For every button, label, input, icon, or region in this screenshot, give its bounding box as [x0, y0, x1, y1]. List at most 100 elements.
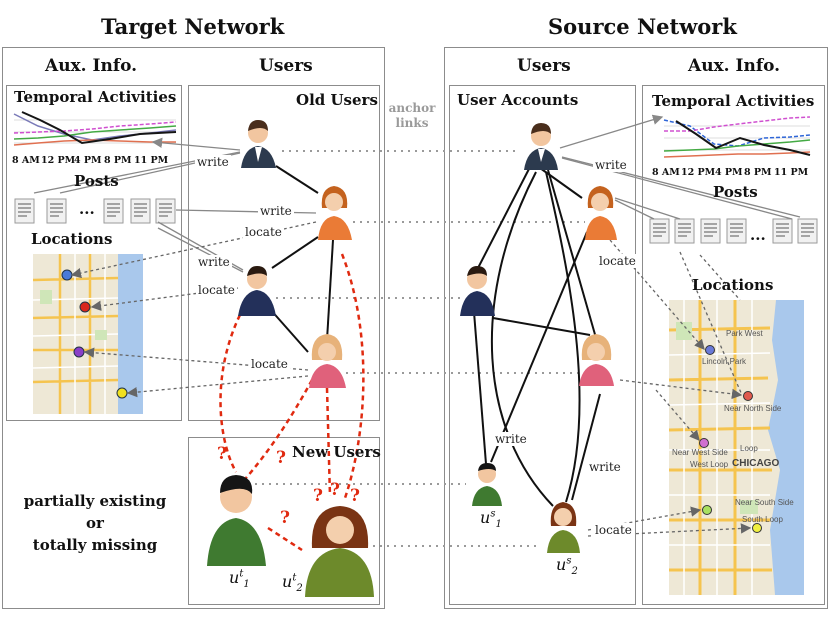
label-u1-target: ut1: [229, 568, 250, 590]
map-label-lincoln-park: Lincoln Park: [702, 357, 747, 366]
map-label-loop: Loop: [740, 444, 758, 453]
label-u2-target-sup: t: [292, 572, 297, 584]
source-network-title: Source Network: [548, 14, 737, 39]
anchor-links: [255, 150, 585, 547]
target-new-user-1-icon: [207, 475, 266, 566]
target-temporal-chart: [13, 111, 177, 146]
target-tick-3: 4 PM: [74, 155, 102, 166]
label-u2-source: us2: [556, 555, 578, 577]
label-u2-source-sub: 2: [571, 566, 578, 578]
target-aux-title: Aux. Info.: [45, 56, 138, 76]
note-line-2: or: [86, 514, 104, 532]
source-map-pins: [699, 345, 762, 533]
source-write-label-3: write: [587, 460, 623, 474]
target-map: [32, 254, 143, 414]
source-temporal-chart: [663, 116, 811, 158]
source-tick-3: 4 PM: [715, 167, 743, 178]
target-user-pink-icon: [309, 334, 346, 388]
user-accounts-title: User Accounts: [457, 91, 579, 109]
map-label-south-loop: South Loop: [742, 515, 783, 524]
source-posts-title: Posts: [713, 183, 758, 201]
note-line-1: partially existing: [23, 492, 167, 510]
source-write-label-2: write: [493, 432, 529, 446]
map-label-west-loop: West Loop: [690, 460, 729, 469]
source-posts-ellipsis: ...: [750, 226, 766, 244]
label-u1-source-sup: s: [490, 508, 496, 520]
label-u1-source: us1: [480, 508, 502, 530]
note-line-3: totally missing: [32, 536, 158, 554]
label-u1-target-base: u: [229, 568, 240, 587]
new-users-title: New Users: [292, 443, 381, 461]
source-aux-title: Aux. Info.: [688, 56, 781, 76]
target-locate-label-1: locate: [243, 225, 284, 239]
target-missing-links: [219, 253, 365, 552]
label-u1-target-sup: t: [239, 568, 244, 580]
target-write-label-3: write: [196, 255, 232, 269]
map-label-chicago: CHICAGO: [732, 458, 780, 469]
target-posts-title: Posts: [74, 172, 119, 190]
source-locations-title: Locations: [692, 276, 774, 294]
target-tick-1: 8 AM: [12, 155, 40, 166]
label-u2-target-base: u: [282, 572, 293, 591]
target-write-label-2: write: [258, 204, 294, 218]
anchor-links-label: anchor links: [388, 101, 436, 131]
source-user-pink-icon: [579, 334, 614, 386]
map-label-near-north: Near North Side: [724, 404, 782, 413]
source-post-docs: [649, 218, 818, 244]
target-temporal-title: Temporal Activities: [14, 88, 177, 106]
source-user-navy-icon: [460, 266, 495, 316]
target-map-pins: [61, 269, 128, 399]
source-user-links: [473, 166, 601, 507]
source-locate-label-2: locate: [593, 523, 634, 537]
target-post-doc-lines: [18, 203, 172, 217]
map-label-park-west: Park West: [726, 329, 763, 338]
source-post-doc-lines: [653, 223, 814, 237]
question-mark-2: ?: [276, 448, 286, 468]
source-write-label-1: write: [593, 158, 629, 172]
target-locate-label-2: locate: [196, 283, 237, 297]
label-u2-source-base: u: [556, 555, 567, 574]
target-user-orange-icon: [318, 186, 352, 240]
label-u2-source-sup: s: [566, 555, 572, 567]
anchor-label-line2: links: [395, 116, 429, 130]
map-label-near-west: Near West Side: [672, 448, 728, 457]
target-write-label-1: write: [195, 155, 231, 169]
target-tick-2: 12 PM: [41, 155, 76, 166]
target-tick-5: 11 PM: [134, 155, 169, 166]
target-user-links: [261, 165, 334, 353]
source-temporal-title: Temporal Activities: [652, 92, 815, 110]
question-mark-1: ?: [217, 444, 227, 464]
source-tick-1: 8 AM: [652, 167, 680, 178]
source-tick-5: 11 PM: [774, 167, 809, 178]
source-user-u2s-icon: [547, 502, 580, 553]
source-user-orange-icon: [585, 186, 617, 240]
target-network-title: Target Network: [101, 14, 285, 39]
source-user-u1s-icon: [472, 463, 502, 506]
source-user-suit-icon: [524, 123, 558, 170]
source-map: [668, 300, 804, 595]
source-tick-4: 8 PM: [744, 167, 772, 178]
source-users-title: Users: [517, 56, 571, 76]
target-posts-ellipsis: ...: [79, 200, 95, 218]
old-users-title: Old Users: [296, 91, 378, 109]
question-mark-3: ?: [280, 508, 290, 528]
source-locate-label-1: locate: [597, 254, 638, 268]
question-mark-4: ?: [313, 486, 323, 506]
anchor-label-line1: anchor: [388, 101, 436, 115]
target-post-docs: [14, 198, 176, 224]
target-users-title: Users: [259, 56, 313, 76]
label-u1-source-base: u: [480, 508, 491, 527]
question-mark-5: ?: [330, 480, 340, 500]
label-u2-target-sub: 2: [296, 583, 303, 595]
target-user-navy-icon: [238, 266, 276, 316]
target-tick-4: 8 PM: [104, 155, 132, 166]
question-mark-6: ?: [350, 486, 360, 506]
source-tick-2: 12 PM: [681, 167, 716, 178]
missing-users-note: partially existing or totally missing: [10, 490, 180, 556]
map-label-near-south: Near South Side: [735, 498, 794, 507]
target-user-suit-icon: [241, 120, 276, 168]
label-u1-source-sub: 1: [495, 519, 502, 531]
target-locate-label-3: locate: [249, 357, 290, 371]
target-new-user-2-icon: [305, 506, 374, 597]
label-u1-target-sub: 1: [243, 579, 250, 591]
